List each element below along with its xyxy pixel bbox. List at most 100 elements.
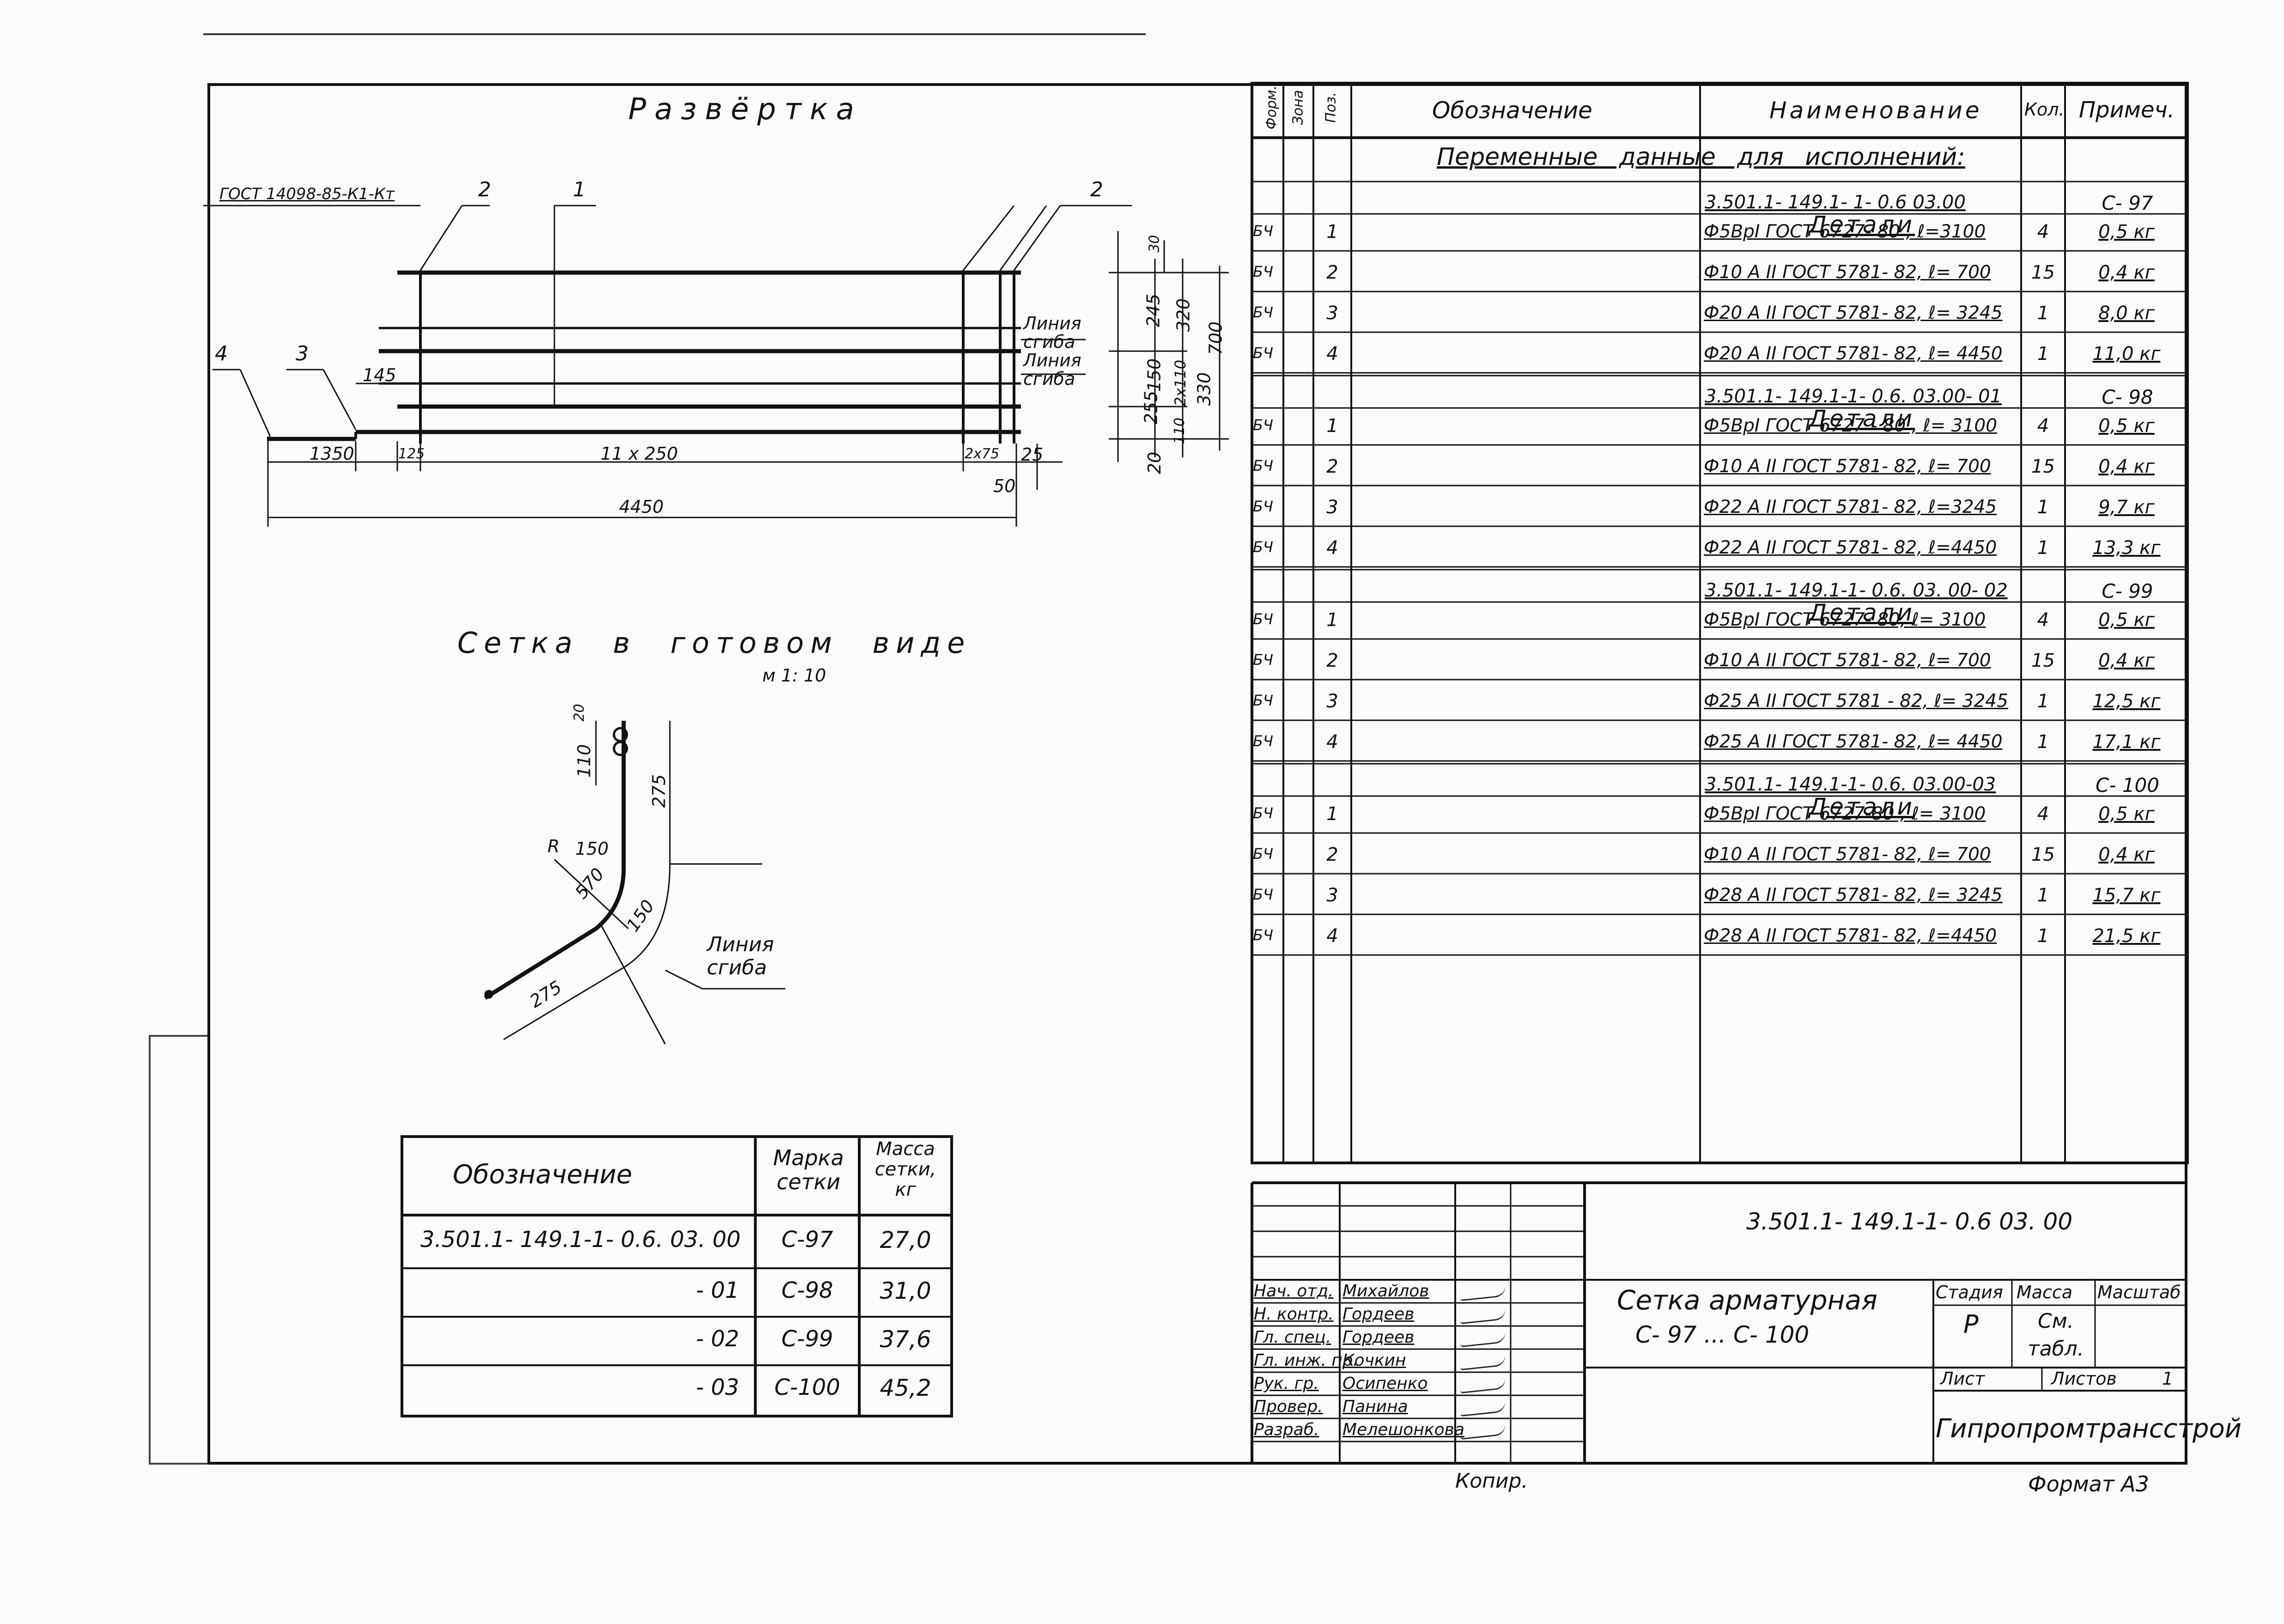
spec-item-qty: 4 [2037,803,2049,825]
bend-line-word: Линия [1023,350,1081,371]
title-stage-label: Стадия [1936,1282,2003,1302]
spec-doc-note: С- 97 [2102,192,2153,214]
title-mass-label: Масса [2017,1282,2073,1302]
spec-header-designation: Обозначение [1432,97,1592,124]
marks-row-mass: 31,0 [880,1277,931,1304]
finished-mesh-scale: м 1: 10 [762,665,826,686]
pos-label-2b: 2 [1090,178,1103,201]
dim-1350: 1350 [310,444,354,464]
spec-details-heading: Детали [1808,793,1915,820]
spec-item-format: БЧ [1253,610,1273,628]
title-person-name: Гордеев [1342,1328,1415,1347]
spec-item-qty: 15 [2031,844,2055,865]
spec-item-name: Ф20 А II ГОСТ 5781- 82, ℓ= 3245 [1704,303,2003,323]
dim-50: 50 [993,476,1016,496]
title-person-role: Рук. гр. [1254,1374,1319,1393]
spec-item-pos: 2 [1326,456,1338,477]
spec-item-note: 0,5 кг [2098,803,2155,825]
spec-item-name: Ф20 А II ГОСТ 5781- 82, ℓ= 4450 [1704,343,2003,364]
spec-item-pos: 2 [1326,650,1338,671]
title-mass-value: См. табл. [2028,1309,2084,1361]
spec-item-name: Ф10 А II ГОСТ 5781- 82, ℓ= 700 [1704,456,1991,477]
title-line-2: С- 97 ... С- 100 [1635,1321,1810,1348]
spec-item-format: БЧ [1253,651,1273,669]
spec-item-note: 15,7 кг [2092,885,2161,906]
spec-item-format: БЧ [1253,804,1273,822]
fm-dim-20: 20 [571,704,588,722]
spec-item-note: 0,5 кг [2098,609,2155,631]
bend-line-label-1: Линия сгиба [1023,314,1081,351]
spec-item-format: БЧ [1253,886,1273,903]
title-sheets-value: 1 [2162,1369,2174,1389]
bend-line-word: Линия [1023,313,1081,334]
dim-2x110: 2х110 [1172,359,1190,407]
spec-item-format: БЧ [1253,344,1273,362]
spec-item-format: БЧ [1253,222,1273,240]
spec-item-note: 12,5 кг [2092,691,2161,712]
spec-item-name: Ф10 А II ГОСТ 5781- 82, ℓ= 700 [1704,262,1991,283]
spec-item-name: Ф10 А II ГОСТ 5781- 82, ℓ= 700 [1704,650,1991,671]
spec-header-pos: Поз. [1323,92,1339,123]
gost-label: ГОСТ 14098-85-К1-Кт [219,185,395,203]
dim-320: 320 [1173,298,1194,332]
spec-item-qty: 4 [2037,415,2049,437]
spec-item-note: 0,5 кг [2098,221,2155,243]
dim-25: 25 [1021,444,1044,465]
spec-item-name: Ф22 А II ГОСТ 5781- 82, ℓ=4450 [1704,537,1997,558]
dim-330: 330 [1194,372,1215,406]
spec-item-qty: 15 [2031,456,2055,477]
marks-header-mark: Марка сетки [773,1145,844,1194]
bend-line-word: сгиба [1023,369,1075,389]
spec-item-note: 17,1 кг [2092,731,2161,753]
spec-item-qty: 1 [2037,303,2049,324]
title-sheet-label: Лист [1940,1369,1985,1389]
spec-item-note: 21,5 кг [2092,925,2161,947]
title-person-name: Кочкин [1342,1351,1406,1370]
spec-item-pos: 4 [1326,343,1338,365]
spec-header-qty: Кол. [2024,99,2065,120]
title-doc-number: 3.501.1- 149.1-1- 0.6 03. 00 [1746,1208,2073,1235]
dim-4450: 4450 [619,497,664,517]
spec-item-name: Ф5ВрI ГОСТ 6727-80 , ℓ= 3100 [1704,803,1986,824]
dim-30: 30 [1146,235,1163,253]
marks-header-mass: Масса сетки, кг [875,1138,936,1200]
spec-item-qty: 1 [2037,885,2049,906]
spec-item-format: БЧ [1253,263,1273,280]
spec-item-pos: 1 [1326,609,1338,631]
spec-item-format: БЧ [1253,692,1273,709]
title-organization: Гипропромтрансстрой [1936,1414,2242,1444]
marks-row-designation: - 01 [696,1277,739,1303]
spec-item-note: 0,4 кг [2098,844,2155,865]
spec-item-format: БЧ [1253,416,1273,434]
marks-row-designation: - 03 [696,1375,739,1400]
spec-item-name: Ф25 А II ГОСТ 5781- 82, ℓ= 4450 [1704,731,2003,752]
bend-line-word: Линия [707,933,774,956]
spec-details-heading: Детали [1808,405,1915,432]
spec-item-note: 0,4 кг [2098,262,2155,283]
spec-item-format: БЧ [1253,538,1273,556]
spec-item-pos: 2 [1326,262,1338,283]
spec-item-format: БЧ [1253,304,1273,321]
spec-item-pos: 4 [1326,925,1338,947]
spec-doc-designation: 3.501.1- 149.1- 1- 0.6 03.00 [1705,192,1966,213]
spec-item-name: Ф28 А II ГОСТ 5781- 82, ℓ=4450 [1704,925,1997,946]
dim-700: 700 [1205,321,1226,355]
dim-145: 145 [363,365,396,385]
spec-item-pos: 1 [1326,221,1338,243]
spec-item-name: Ф10 А II ГОСТ 5781- 82, ℓ= 700 [1704,844,1991,865]
fm-dim-110: 110 [574,744,595,778]
spec-item-qty: 4 [2037,221,2049,243]
marks-row-mark: С-98 [781,1277,833,1303]
spec-item-format: БЧ [1253,926,1273,944]
pos-label-4: 4 [215,342,228,365]
spec-details-heading: Детали [1808,599,1915,626]
dim-110: 110 [1172,417,1188,444]
dim-11x250: 11 х 250 [601,444,678,464]
marks-row-mark: С-97 [781,1227,833,1253]
fm-r150: 150 [575,839,609,859]
spec-item-name: Ф28 А II ГОСТ 5781- 82, ℓ= 3245 [1704,885,2003,906]
title-sheets-label: Листов [2051,1369,2117,1389]
marks-row-mass: 45,2 [880,1375,931,1401]
title-person-role: Н. контр. [1254,1305,1334,1324]
